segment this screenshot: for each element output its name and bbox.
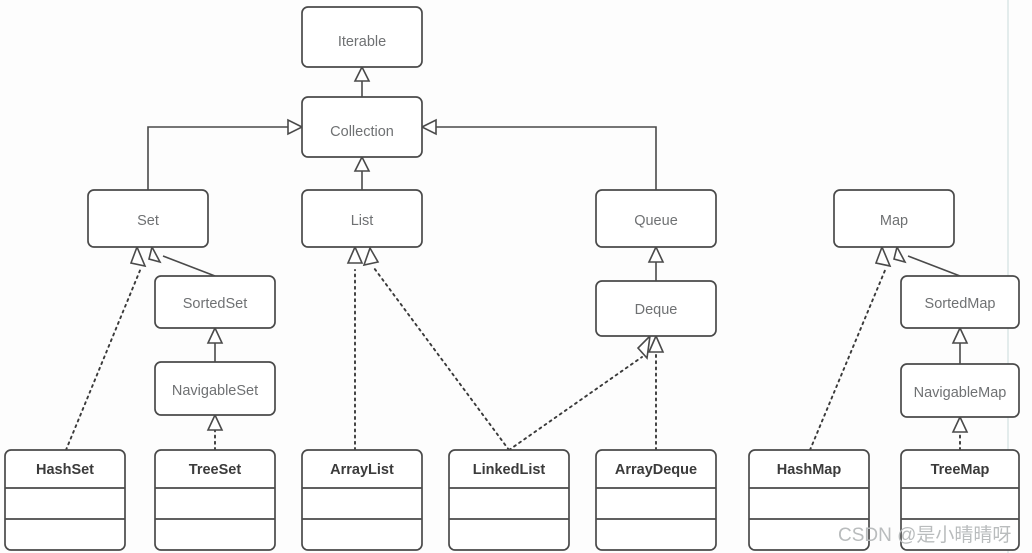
arrowhead-collection-right bbox=[420, 118, 437, 136]
arrowhead-set-sortedset bbox=[148, 244, 162, 264]
arrowhead-list-linkedlist bbox=[362, 246, 380, 267]
node-arraylist[interactable]: ArrayList bbox=[301, 449, 423, 551]
node-label: Iterable bbox=[338, 34, 386, 50]
node-label: ArrayDeque bbox=[615, 462, 697, 478]
arrowhead-navigablemap bbox=[951, 415, 969, 433]
edge-linkedlist-deque bbox=[508, 356, 643, 451]
realization-edges bbox=[65, 244, 969, 451]
edge-set-collection bbox=[147, 126, 290, 190]
node-linkedlist[interactable]: LinkedList bbox=[448, 449, 570, 551]
node-hashset[interactable]: HashSet bbox=[4, 449, 126, 551]
node-sortedmap[interactable]: SortedMap bbox=[900, 275, 1020, 329]
node-label: HashMap bbox=[777, 462, 842, 478]
node-collection[interactable]: Collection bbox=[301, 96, 423, 158]
node-treeset[interactable]: TreeSet bbox=[154, 449, 276, 551]
node-iterable[interactable]: Iterable bbox=[301, 6, 423, 68]
node-label: Collection bbox=[330, 124, 394, 140]
node-label: SortedSet bbox=[183, 296, 248, 312]
node-label: ArrayList bbox=[330, 462, 394, 478]
arrowhead-deque-arraydeque bbox=[647, 334, 665, 353]
arrowhead-map-hashmap bbox=[874, 244, 892, 268]
arrowhead-deque-linkedlist bbox=[636, 333, 652, 360]
edge-hashmap-map bbox=[809, 267, 887, 451]
node-label: Queue bbox=[634, 213, 678, 229]
node-label: Map bbox=[880, 213, 908, 229]
node-label: Deque bbox=[635, 302, 678, 318]
arrowhead-collection-bottom bbox=[353, 155, 371, 172]
edge-hashset-set bbox=[65, 267, 142, 451]
interface-nodes: Iterable Collection Set List Queue Map bbox=[87, 6, 1020, 418]
arrowhead-iterable bbox=[353, 65, 371, 82]
node-arraydeque[interactable]: ArrayDeque bbox=[595, 449, 717, 551]
node-navigableset[interactable]: NavigableSet bbox=[154, 361, 276, 416]
arrowhead-queue bbox=[647, 245, 665, 263]
node-label: NavigableMap bbox=[914, 385, 1007, 401]
node-label: List bbox=[351, 213, 374, 229]
node-sortedset[interactable]: SortedSet bbox=[154, 275, 276, 329]
node-label: SortedMap bbox=[925, 296, 996, 312]
class-nodes: HashSet TreeSet ArrayList LinkedList bbox=[4, 449, 1020, 551]
node-deque[interactable]: Deque bbox=[595, 280, 717, 337]
arrowhead-sortedset bbox=[206, 326, 224, 344]
edge-queue-collection bbox=[434, 126, 657, 190]
csdn-watermark: CSDN @是小晴晴呀 bbox=[838, 524, 1011, 546]
arrowhead-collection-left bbox=[287, 118, 304, 136]
generalization-edges bbox=[147, 65, 969, 364]
node-queue[interactable]: Queue bbox=[595, 189, 717, 248]
arrowhead-navigableset bbox=[206, 413, 224, 431]
arrowhead-list-arraylist bbox=[346, 245, 364, 264]
node-label: HashSet bbox=[36, 462, 94, 478]
node-hashmap[interactable]: HashMap bbox=[748, 449, 870, 551]
edge-linkedlist-list bbox=[373, 267, 510, 451]
edge-sortedmap-map bbox=[907, 255, 961, 277]
arrowhead-sortedmap bbox=[951, 326, 969, 344]
node-label: TreeSet bbox=[189, 462, 242, 478]
edge-sortedset-set bbox=[162, 255, 216, 277]
arrowhead-set-hashset bbox=[129, 244, 147, 268]
node-label: NavigableSet bbox=[172, 383, 258, 399]
arrowhead-map-sortedmap bbox=[893, 244, 907, 264]
node-navigablemap[interactable]: NavigableMap bbox=[900, 363, 1020, 418]
node-map[interactable]: Map bbox=[833, 189, 955, 248]
node-label: TreeMap bbox=[931, 462, 990, 478]
node-label: Set bbox=[137, 213, 159, 229]
node-list[interactable]: List bbox=[301, 189, 423, 248]
node-set[interactable]: Set bbox=[87, 189, 209, 248]
node-label: LinkedList bbox=[473, 462, 546, 478]
node-treemap[interactable]: TreeMap bbox=[900, 449, 1020, 551]
